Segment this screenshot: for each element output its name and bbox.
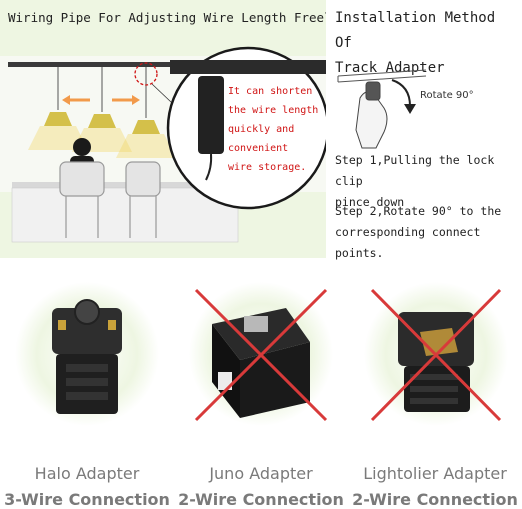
juno-adapter-wire: 2-Wire Connection <box>178 490 344 509</box>
lightolier-adapter-name: Lightolier Adapter <box>363 464 507 483</box>
step-1-line: pince down <box>335 195 405 209</box>
cross-mark-icon <box>194 288 328 422</box>
zoom-track <box>170 60 326 74</box>
bar-stool-left <box>59 161 105 238</box>
wiring-pipe <box>198 76 224 154</box>
step-1-line: Step 1,Pulling the lock clip <box>335 153 495 188</box>
counter <box>11 187 239 243</box>
ceiling-track <box>8 62 318 67</box>
halo-adapter-name: Halo Adapter <box>34 464 140 483</box>
callout-line: convenient <box>228 143 289 154</box>
halo-adapter-wire: 3-Wire Connection <box>4 490 170 509</box>
installation-title: Installation Method Of Track Adapter <box>335 6 520 81</box>
step-2-line: corresponding connect points. <box>335 225 481 260</box>
adjust-arrow-right <box>112 95 140 105</box>
juno-adapter <box>189 282 333 426</box>
step-2: Step 2,Rotate 90° to the corresponding c… <box>335 201 520 264</box>
halo-adapter <box>15 282 159 426</box>
counter-top <box>12 182 238 188</box>
adjust-arrow-left <box>62 95 90 105</box>
hand-icon <box>355 81 388 149</box>
room-illustration <box>0 46 326 243</box>
installation-title-line: Track Adapter <box>335 60 445 76</box>
wire <box>205 153 213 181</box>
installation-title-line: Installation Method Of <box>335 10 496 51</box>
callout-line: the wire length <box>228 105 319 116</box>
step-1: Step 1,Pulling the lock clip pince down <box>335 150 520 213</box>
bar-stool-right <box>125 161 161 238</box>
rotate-label: Rotate 90° <box>420 90 474 101</box>
lightolier-adapter <box>364 282 508 426</box>
juno-adapter-name: Juno Adapter <box>209 464 313 483</box>
detail-marker <box>134 62 158 86</box>
callout-line: It can shorten <box>228 86 313 97</box>
cross-mark-icon <box>370 288 502 422</box>
step-2-line: Step 2,Rotate 90° to the <box>335 204 502 218</box>
wiring-pipe-title: Wiring Pipe For Adjusting Wire Length Fr… <box>8 10 340 25</box>
wire-storage-callout: It can shorten the wire length quickly a… <box>228 82 326 177</box>
pendant-lamp-left <box>28 67 88 150</box>
adapter-row <box>15 282 508 426</box>
callout-line: quickly and <box>228 124 295 135</box>
rotate-arrow-icon <box>391 79 416 114</box>
lightolier-adapter-wire: 2-Wire Connection <box>352 490 518 509</box>
rotate-diagram <box>337 69 427 149</box>
pendant-lamp-right <box>116 67 176 158</box>
callout-line: wire storage. <box>228 162 307 173</box>
